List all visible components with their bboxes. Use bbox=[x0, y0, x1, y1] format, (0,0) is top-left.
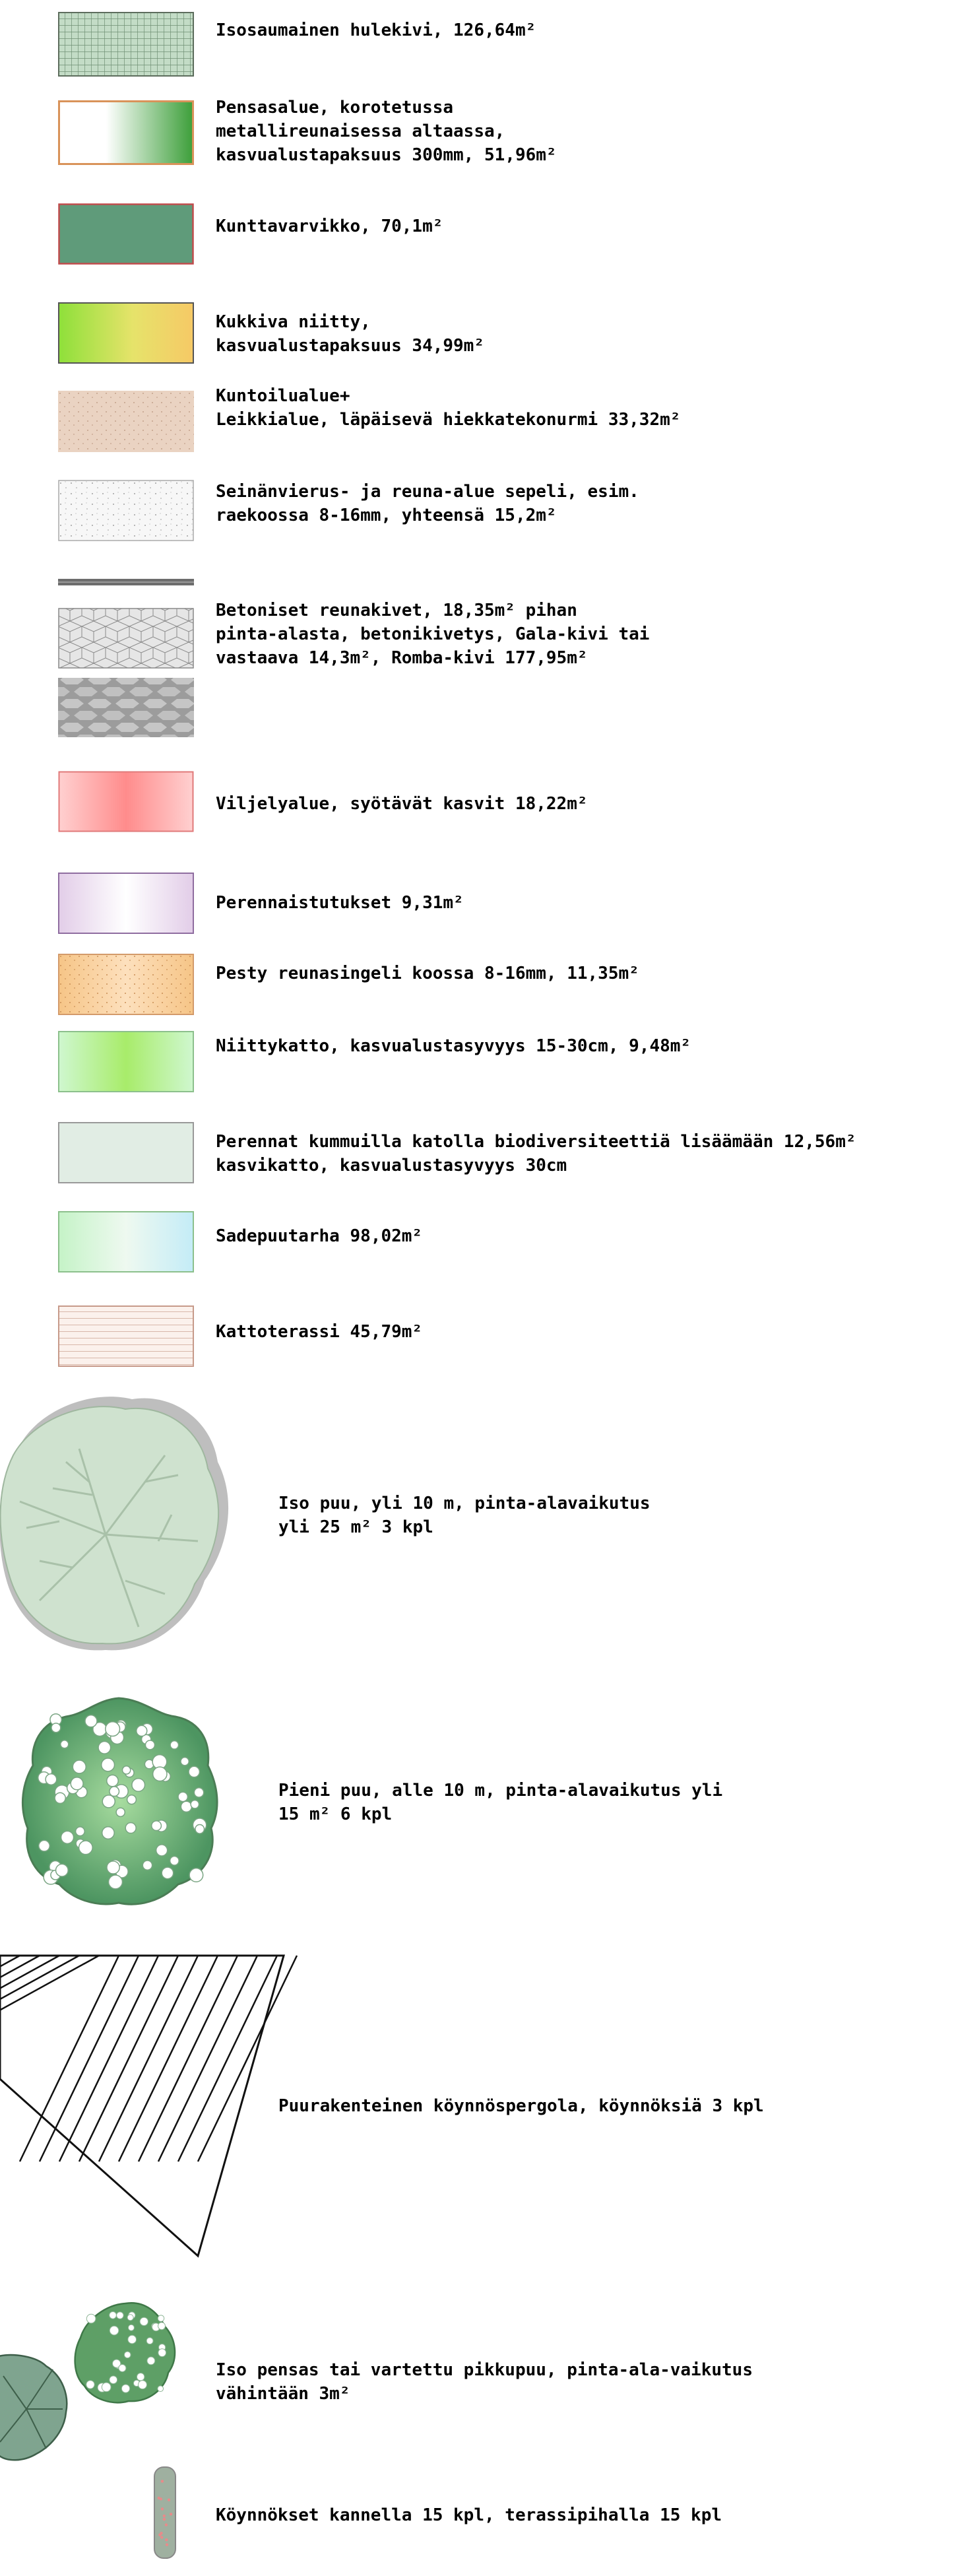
legend-label-roof-terrace: Kattoterassi 45,79m² bbox=[216, 1322, 423, 1342]
legend-label-gravel: Seinänvierus- ja reuna-alue sepeli, esim… bbox=[216, 482, 639, 525]
legend-label-sand-turf: Kuntoilualue+ Leikkialue, läpäisevä hiek… bbox=[216, 386, 681, 430]
swatch-rain-garden bbox=[58, 1211, 194, 1272]
legend-label-pergola: Puurakenteinen köynnöspergola, köynnöksi… bbox=[278, 2096, 764, 2116]
legend-label-meadow: Kukkiva niitty, kasvualustapaksuus 34,99… bbox=[216, 312, 484, 356]
swatch-perennial-roof bbox=[58, 1122, 194, 1183]
legend-label-perennials: Perennaistutukset 9,31m² bbox=[216, 893, 464, 913]
swatch-shrub-bed bbox=[58, 100, 194, 165]
legend-label-concrete: Betoniset reunakivet, 18,35m² pihan pint… bbox=[216, 601, 650, 668]
legend-label-shrub-bed: Pensasalue, korotetussa metallireunaises… bbox=[216, 98, 557, 165]
legend-label-large-shrub: Iso pensas tai vartettu pikkupuu, pinta-… bbox=[216, 2360, 753, 2404]
legend-label-meadow-roof: Niittykatto, kasvualustasyvyys 15-30cm, … bbox=[216, 1036, 691, 1056]
swatch-cultivation bbox=[58, 771, 194, 832]
legend-label-large-tree: Iso puu, yli 10 m, pinta-alavaikutus yli… bbox=[278, 1494, 651, 1537]
legend-label-perennial-roof: Perennat kummuilla katolla biodiversitee… bbox=[216, 1132, 856, 1175]
swatch-meadow-roof bbox=[58, 1031, 194, 1092]
pergola-icon bbox=[0, 1954, 298, 2258]
swatch-concrete bbox=[58, 579, 194, 737]
legend-label-small-tree: Pieni puu, alle 10 m, pinta-alavaikutus … bbox=[278, 1781, 723, 1824]
climber-icon bbox=[154, 2466, 176, 2559]
legend-label-climber: Köynnökset kannella 15 kpl, terassipihal… bbox=[216, 2505, 722, 2525]
swatch-perennials bbox=[58, 873, 194, 934]
large-shrub-icon bbox=[0, 2301, 176, 2461]
legend-label-grid-paving: Isosaumainen hulekivi, 126,64m² bbox=[216, 20, 536, 40]
swatch-roof-terrace bbox=[58, 1305, 194, 1367]
legend-label-rain-garden: Sadepuutarha 98,02m² bbox=[216, 1226, 423, 1246]
swatch-grid-paving bbox=[58, 12, 194, 77]
small-tree-icon bbox=[21, 1697, 218, 1905]
swatch-sand-turf bbox=[58, 391, 194, 452]
large-tree-icon bbox=[0, 1397, 228, 1651]
legend-label-heath: Kunttavarvikko, 70,1m² bbox=[216, 216, 443, 236]
swatch-gravel bbox=[58, 480, 194, 541]
legend-label-washed-gravel: Pesty reunasingeli koossa 8-16mm, 11,35m… bbox=[216, 964, 639, 983]
swatch-washed-gravel bbox=[58, 954, 194, 1015]
legend-label-cultivation: Viljelyalue, syötävät kasvit 18,22m² bbox=[216, 794, 588, 814]
swatch-heath bbox=[58, 203, 194, 265]
swatch-meadow bbox=[58, 302, 194, 364]
